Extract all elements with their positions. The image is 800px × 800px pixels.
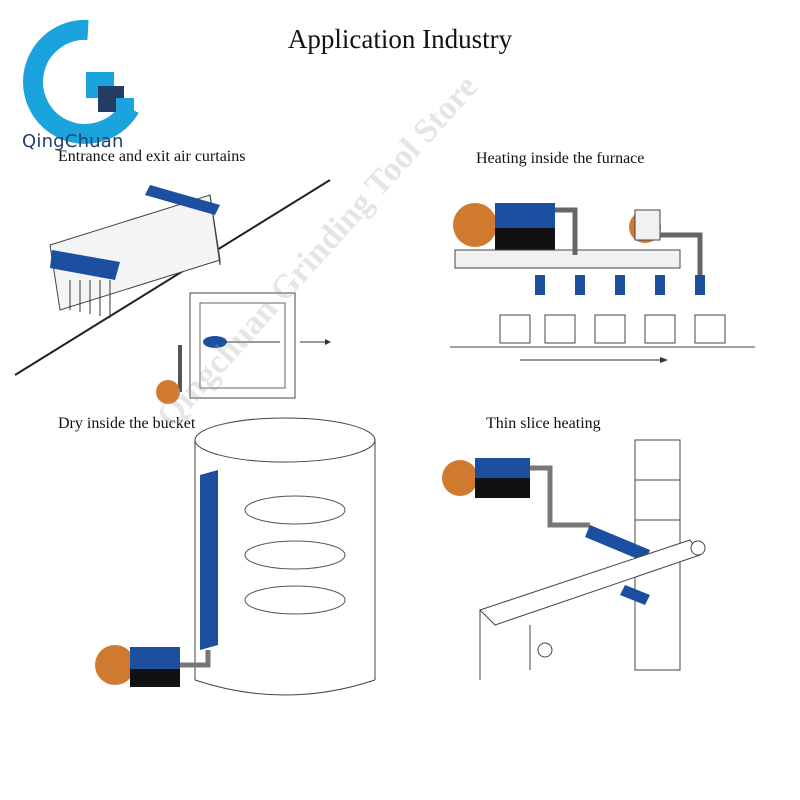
furnace-diagram: [450, 203, 755, 363]
caption-air-curtains: Entrance and exit air curtains: [58, 148, 246, 165]
brand-logo: [18, 18, 168, 158]
caption-furnace: Heating inside the furnace: [476, 150, 645, 167]
brand-name: QingChuan: [22, 131, 124, 152]
thin-slice-diagram: [442, 439, 706, 680]
air-curtain-diagram: [14, 179, 331, 404]
caption-thin-slice: Thin slice heating: [486, 415, 601, 432]
caption-bucket: Dry inside the bucket: [58, 415, 196, 432]
page-title: Application Industry: [287, 24, 513, 54]
bucket-diagram: [95, 417, 376, 696]
